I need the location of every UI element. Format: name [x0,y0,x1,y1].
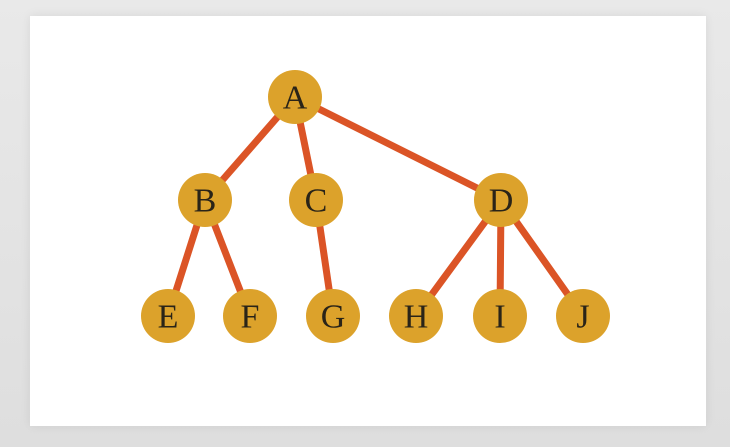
node-circle [141,289,195,343]
node-circle [178,173,232,227]
node-circle [223,289,277,343]
tree-node-h: H [389,289,443,343]
node-circle [389,289,443,343]
tree-node-j: J [556,289,610,343]
node-label: J [576,299,589,336]
tree-node-e: E [141,289,195,343]
edge-a-d [291,93,505,204]
node-label: D [489,183,514,220]
node-label: G [321,299,346,336]
tree-node-f: F [223,289,277,343]
node-label: A [283,80,308,117]
node-label: E [158,299,179,336]
node-label: I [494,299,505,336]
node-circle [473,289,527,343]
node-circle [556,289,610,343]
tree-node-d: D [474,173,528,227]
node-label: H [404,299,429,336]
node-label: B [194,183,217,220]
tree-node-g: G [306,289,360,343]
node-label: F [241,299,260,336]
tree-node-b: B [178,173,232,227]
node-circle [474,173,528,227]
node-circle [306,289,360,343]
tree-node-a: A [268,70,322,124]
node-circle [268,70,322,124]
tree-node-i: I [473,289,527,343]
nodes-layer: A B C D E F G H I J [141,70,610,343]
tree-node-c: C [289,173,343,227]
diagram-card [30,16,706,426]
node-label: C [305,183,328,220]
node-circle [289,173,343,227]
